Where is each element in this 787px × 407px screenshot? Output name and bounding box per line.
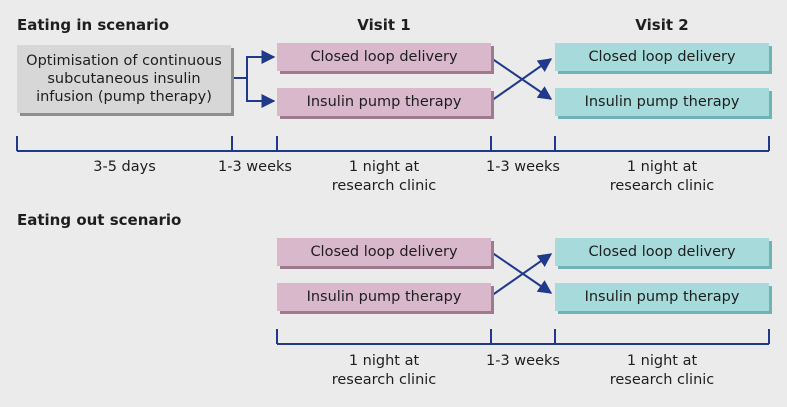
crossover-arrow-down-out bbox=[490, 251, 553, 294]
timeline-label-night-visit1: 1 night at research clinic bbox=[331, 159, 437, 194]
visit-2-title: Visit 2 bbox=[635, 16, 689, 34]
out-visit2-pump-therapy-box: Insulin pump therapy bbox=[555, 283, 769, 311]
timeline-label-3-5-days: 3-5 days bbox=[93, 159, 156, 175]
visit1-pump-therapy-box: Insulin pump therapy bbox=[277, 88, 491, 116]
optimisation-box: Optimisation of continuous subcutaneous … bbox=[17, 45, 231, 113]
timeline-label-night-visit2: 1 night at research clinic bbox=[609, 159, 715, 194]
section-title-eating-out: Eating out scenario bbox=[17, 211, 182, 229]
fork-connector-lower bbox=[246, 78, 276, 108]
out-timeline-label-1-3-weeks: 1-3 weeks bbox=[486, 353, 560, 369]
visit2-closed-loop-box: Closed loop delivery bbox=[555, 43, 769, 71]
out-timeline-label-night-visit2: 1 night at research clinic bbox=[609, 353, 715, 388]
section-title-eating-in: Eating in scenario bbox=[17, 16, 169, 34]
visit2-pump-therapy-box: Insulin pump therapy bbox=[555, 88, 769, 116]
visit1-closed-loop-box: Closed loop delivery bbox=[277, 43, 491, 71]
out-visit2-closed-loop-box: Closed loop delivery bbox=[555, 238, 769, 266]
timeline-label-1-3-weeks-a: 1-3 weeks bbox=[218, 159, 292, 175]
crossover-arrow-up-out bbox=[490, 253, 553, 297]
out-timeline-label-night-visit1: 1 night at research clinic bbox=[331, 353, 437, 388]
visit-1-title: Visit 1 bbox=[357, 16, 411, 34]
fork-connector bbox=[232, 50, 276, 79]
out-visit1-pump-therapy-box: Insulin pump therapy bbox=[277, 283, 491, 311]
crossover-arrow-down bbox=[490, 57, 553, 100]
timeline-label-1-3-weeks-b: 1-3 weeks bbox=[486, 159, 560, 175]
out-visit1-closed-loop-box: Closed loop delivery bbox=[277, 238, 491, 266]
crossover-arrow-up bbox=[490, 58, 553, 102]
